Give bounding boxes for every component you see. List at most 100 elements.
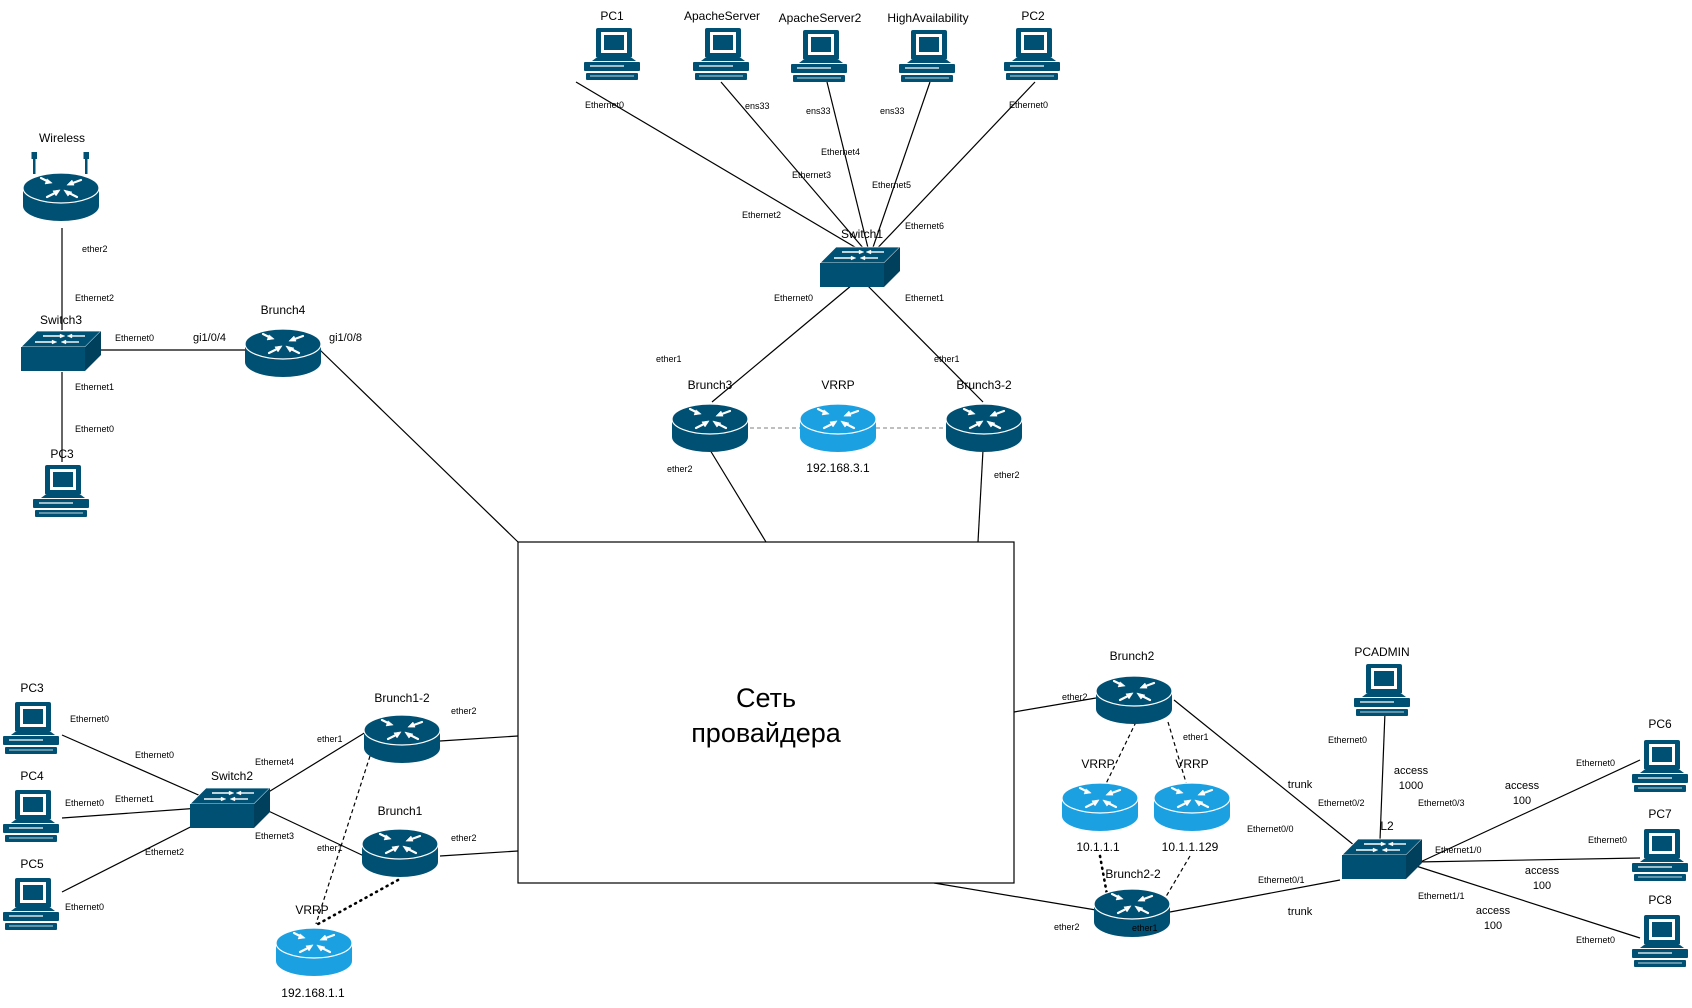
link-switch1-brunch32 xyxy=(861,279,984,403)
port-label: ether2 xyxy=(1054,922,1080,932)
device-pc8[interactable]: PC8 xyxy=(1631,893,1689,968)
device-vrrp1[interactable]: VRRP 192.168.1.1 xyxy=(276,903,352,1000)
port-label: Ethernet0 xyxy=(1009,100,1048,110)
device-switch3[interactable]: Switch3 xyxy=(20,313,102,372)
link-switch2-brunch1 xyxy=(261,807,365,857)
link-ha-switch1 xyxy=(869,81,931,257)
device-pc3[interactable]: PC3 xyxy=(2,681,60,755)
device-label: PC4 xyxy=(20,769,44,783)
device-label: VRRP xyxy=(1081,757,1114,771)
device-vrrp3[interactable]: VRRP 192.168.3.1 xyxy=(800,378,876,475)
switch-icon xyxy=(819,246,901,288)
port-label: Ethernet0 xyxy=(774,293,813,303)
port-label: Ethernet1 xyxy=(905,293,944,303)
port-label: Ethernet3 xyxy=(255,831,294,841)
vrrp-address: 192.168.3.1 xyxy=(806,461,870,475)
port-label: ether2 xyxy=(667,464,693,474)
device-label: ApacheServer xyxy=(684,9,760,23)
device-label: Switch2 xyxy=(211,769,253,783)
device-label: L2 xyxy=(1380,819,1394,833)
device-pc3-top[interactable]: PC3 xyxy=(32,447,90,518)
port-label: ether2 xyxy=(451,833,477,843)
port-label: Ethernet5 xyxy=(872,180,911,190)
switch-icon xyxy=(1341,838,1423,880)
port-label: ether1 xyxy=(317,734,343,744)
link-brunch12-cloud xyxy=(439,735,519,742)
access-vlan: 100 xyxy=(1513,795,1531,807)
port-label: ether2 xyxy=(1062,692,1088,702)
link-mode-labels: trunk trunk access 1000 access 100 acces… xyxy=(1288,765,1560,932)
device-label: Brunch4 xyxy=(261,303,306,317)
vrrp-address: 192.168.1.1 xyxy=(281,986,345,1000)
port-label: Ethernet2 xyxy=(75,293,114,303)
switch-icon xyxy=(189,787,271,829)
link-vrrp2b-brunch22 xyxy=(1163,855,1191,901)
link-cloud-brunch22 xyxy=(933,882,1097,911)
device-label: PC8 xyxy=(1648,893,1672,907)
port-label: Ethernet0 xyxy=(585,100,624,110)
device-high-availability[interactable]: HighAvailability xyxy=(887,11,969,83)
device-switch1[interactable]: Switch1 xyxy=(819,227,901,288)
link-switch2-brunch12 xyxy=(261,731,367,797)
port-label: Ethernet1/1 xyxy=(1418,891,1465,901)
device-pcadmin[interactable]: PCADMIN xyxy=(1353,645,1411,717)
access-vlan: 100 xyxy=(1533,880,1551,892)
access-label: access xyxy=(1476,905,1511,917)
device-l2[interactable]: L2 xyxy=(1341,819,1423,880)
port-label: Ethernet1 xyxy=(75,382,114,392)
pc-icon xyxy=(1631,914,1689,968)
port-label: ens33 xyxy=(745,101,770,111)
link-switch1-brunch3 xyxy=(711,279,859,403)
pc-icon xyxy=(1003,27,1061,81)
device-label: Switch3 xyxy=(40,313,82,327)
device-label: Brunch3 xyxy=(688,378,733,392)
provider-network-label-line2: провайдера xyxy=(691,718,842,748)
device-brunch4[interactable]: Brunch4 xyxy=(245,303,321,377)
device-pc2[interactable]: PC2 xyxy=(1003,9,1061,81)
device-label: PC1 xyxy=(600,9,624,23)
device-pc7[interactable]: PC7 xyxy=(1631,807,1689,882)
device-label: PC7 xyxy=(1648,807,1672,821)
port-label: Ethernet0/2 xyxy=(1318,798,1365,808)
device-switch2[interactable]: Switch2 xyxy=(189,769,271,829)
vrrp-router-icon xyxy=(276,928,352,976)
port-label: Ethernet1/0 xyxy=(1435,845,1482,855)
device-pc4[interactable]: PC4 xyxy=(2,769,60,843)
link-brunch1-cloud xyxy=(439,850,519,857)
device-brunch1-2[interactable]: Brunch1-2 xyxy=(364,691,440,763)
device-brunch1[interactable]: Brunch1 xyxy=(362,804,438,877)
pc-icon xyxy=(1353,663,1411,717)
device-wireless[interactable]: Wireless xyxy=(23,131,99,221)
vrrp-router-icon xyxy=(1154,783,1230,831)
device-pc5[interactable]: PC5 xyxy=(2,857,60,931)
router-icon xyxy=(946,404,1022,452)
pc-icon xyxy=(2,789,60,843)
device-brunch2-2[interactable]: Brunch2-2 xyxy=(1094,867,1170,937)
link-pcadmin-l2 xyxy=(1379,711,1386,841)
vrrp-router-icon xyxy=(800,404,876,452)
port-label: Ethernet4 xyxy=(255,757,294,767)
device-pc1[interactable]: PC1 xyxy=(583,9,641,81)
port-label: Ethernet3 xyxy=(792,170,831,180)
access-vlan: 100 xyxy=(1484,920,1502,932)
port-label: Ethernet0 xyxy=(65,798,104,808)
device-vrrp2a[interactable]: VRRP 10.1.1.1 xyxy=(1062,757,1138,854)
trunk-label: trunk xyxy=(1288,906,1313,918)
port-label: Ethernet0/3 xyxy=(1418,798,1465,808)
device-label: Switch1 xyxy=(841,227,883,241)
link-pc4-switch2 xyxy=(61,807,201,819)
device-brunch3-2[interactable]: Brunch3-2 xyxy=(946,378,1022,452)
link-l2-pc8 xyxy=(1415,865,1641,939)
device-vrrp2b[interactable]: VRRP 10.1.1.129 xyxy=(1154,757,1230,854)
device-pc6[interactable]: PC6 xyxy=(1631,717,1689,793)
access-vlan: 1000 xyxy=(1399,780,1423,792)
port-label: Ethernet0 xyxy=(65,902,104,912)
port-labels: Ethernet0 ens33 ens33 ens33 Ethernet0 Et… xyxy=(65,100,1627,945)
device-apache-server[interactable]: ApacheServer xyxy=(684,9,760,81)
device-label: VRRP xyxy=(821,378,854,392)
device-brunch2[interactable]: Brunch2 xyxy=(1096,649,1172,724)
device-brunch3[interactable]: Brunch3 xyxy=(672,378,748,452)
device-apache-server2[interactable]: ApacheServer2 xyxy=(779,11,862,83)
link-l2-pc7 xyxy=(1415,857,1641,863)
